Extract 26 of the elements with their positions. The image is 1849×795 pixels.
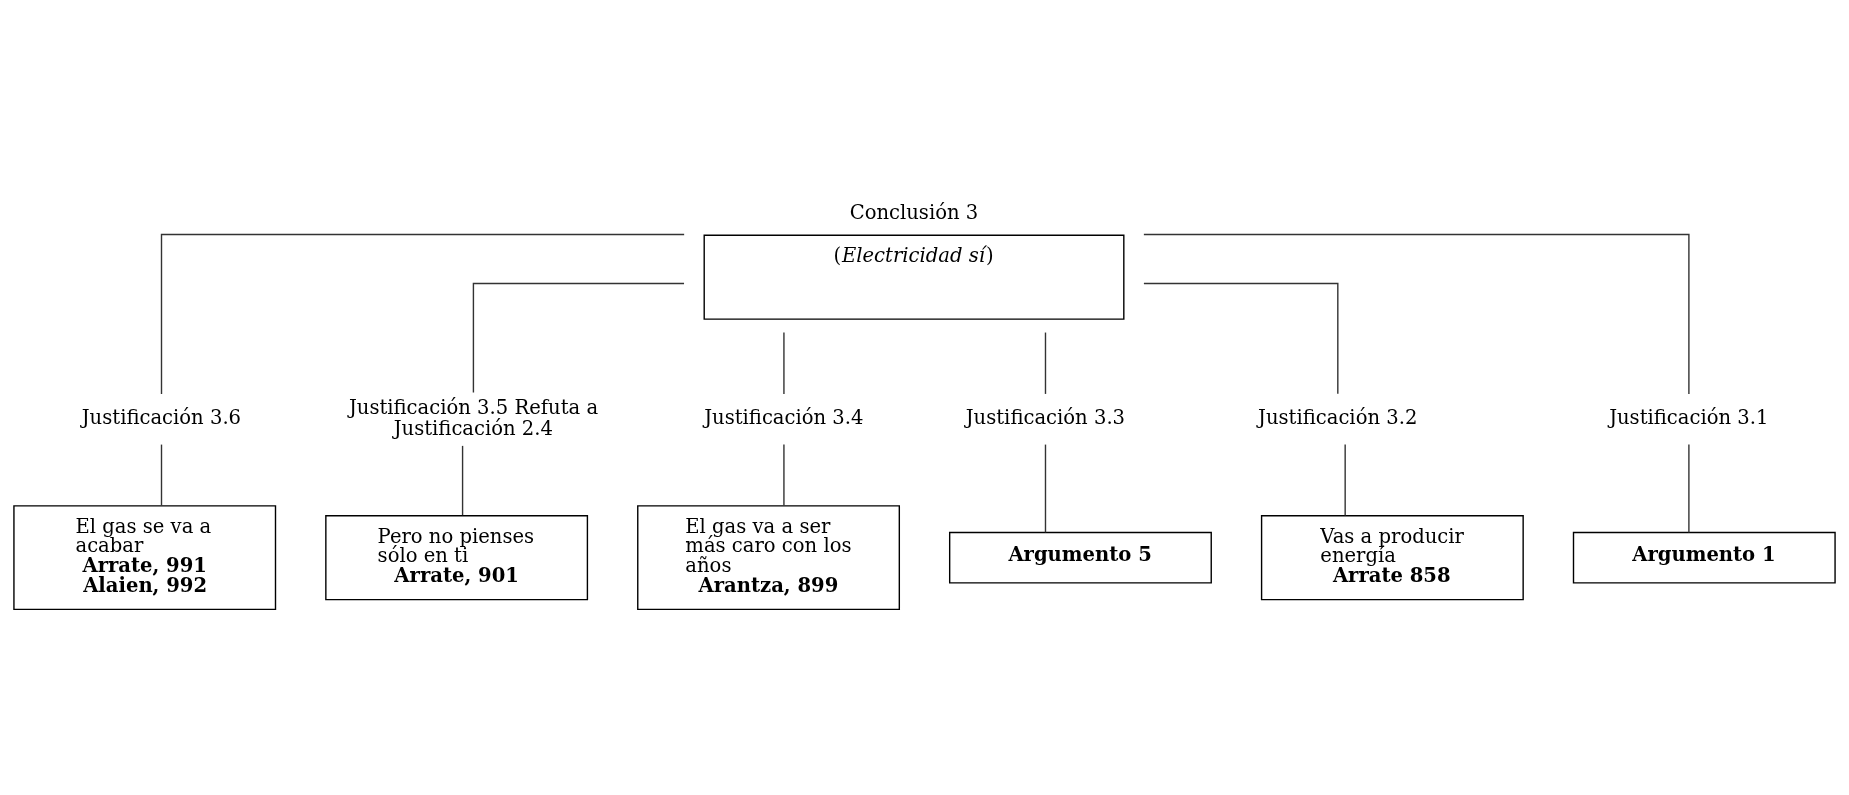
node-box: Vas a producir energía Arrate 858 bbox=[1260, 515, 1524, 601]
connector bbox=[1143, 282, 1339, 395]
node-label: Conclusión 3 bbox=[849, 200, 979, 224]
connector bbox=[160, 233, 685, 395]
node-text: Justificación 3.5 Refuta a Justificación 2.4 bbox=[348, 395, 599, 440]
connector bbox=[1344, 443, 1346, 517]
node-text: Justificación 3.1 bbox=[1609, 406, 1769, 430]
connector bbox=[1688, 443, 1690, 534]
node-box: El gas se va a acabar Arrate, 991 Alaien, 992 bbox=[13, 505, 277, 611]
node-box: Argumento 1 bbox=[1572, 531, 1836, 584]
connector bbox=[472, 282, 685, 394]
node-text: Justificación 3.2 bbox=[1258, 406, 1418, 430]
connector bbox=[1044, 331, 1047, 395]
node-box: (Electricidad sí) bbox=[703, 234, 1125, 320]
connector bbox=[1044, 443, 1047, 534]
node-text: Justificación 3.6 bbox=[81, 406, 242, 430]
connector bbox=[783, 443, 785, 507]
node-box: El gas va a ser más caro con los años Arantza, 899 bbox=[637, 505, 901, 611]
connector bbox=[783, 331, 785, 395]
connector bbox=[160, 443, 163, 507]
node-text: Justificación 3.4 bbox=[704, 406, 864, 430]
node-text: Justificación 3.3 bbox=[965, 406, 1126, 430]
node-box: Pero no pienses sólo en ti Arrate, 901 bbox=[325, 515, 589, 601]
connector bbox=[1143, 233, 1690, 395]
node-box: Argumento 5 bbox=[948, 531, 1212, 584]
connector bbox=[461, 445, 464, 516]
